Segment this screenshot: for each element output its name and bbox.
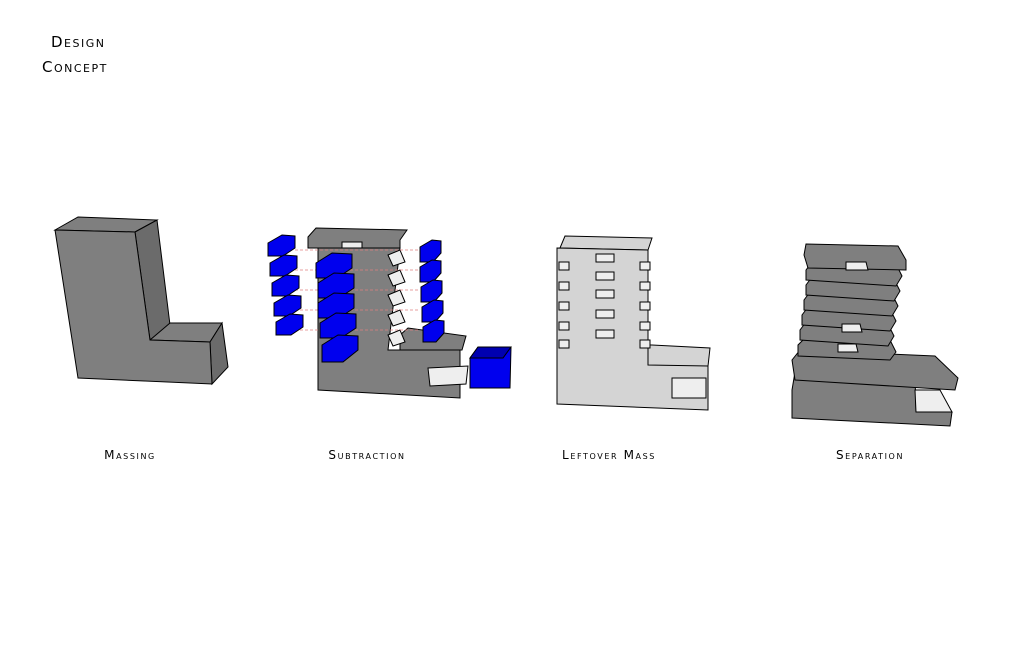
label-subtraction: Subtraction [328,448,406,462]
title-line-1: Design [51,33,106,51]
subtracted-blocks-middle [315,252,359,363]
label-massing: Massing [104,448,156,462]
label-leftover-mass: Leftover Mass [562,448,656,462]
subtracted-block-corner [469,346,512,389]
leftover-mass-model [556,235,711,411]
subtracted-blocks-right [419,239,445,343]
label-separation: Separation [835,448,905,462]
massing-model [53,216,229,386]
subtracted-blocks-left [267,234,304,336]
separation-model [791,243,959,427]
diagram-title: Design Concept [42,30,108,80]
leftover-window-openings [558,253,651,349]
title-line-2: Concept [42,58,108,76]
subtraction-model [267,227,512,399]
subtraction-windows-right [387,249,406,347]
